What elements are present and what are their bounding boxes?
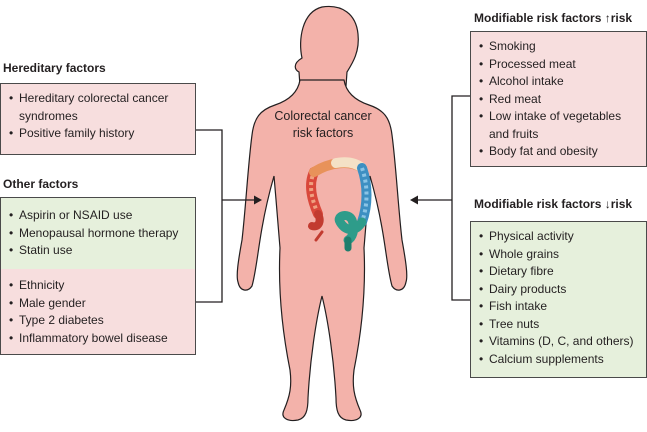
list-item: Aspirin or NSAID use — [7, 207, 189, 225]
hereditary-list: Hereditary colorectal cancer syndromes P… — [7, 90, 189, 143]
list-item: Type 2 diabetes — [7, 312, 189, 330]
decrease-box: Physical activity Whole grains Dietary f… — [470, 221, 647, 378]
increase-box: Smoking Processed meat Alcohol intake Re… — [470, 31, 647, 167]
other-protective-section: Aspirin or NSAID use Menopausal hormone … — [1, 198, 195, 269]
decrease-title: Modifiable risk factors ↓risk — [474, 197, 633, 211]
list-item: Processed meat — [477, 56, 640, 74]
list-item: Whole grains — [477, 246, 640, 264]
increase-title: Modifiable risk factors ↑risk — [474, 11, 633, 25]
other-risk-section: Ethnicity Male gender Type 2 diabetes In… — [1, 269, 195, 354]
list-item: Calcium supplements — [477, 351, 640, 369]
colon-illustration — [306, 157, 372, 252]
center-label: Colorectal cancer risk factors — [270, 108, 376, 142]
list-item: Dairy products — [477, 281, 640, 299]
list-item: Positive family history — [7, 125, 189, 143]
center-label-line2: risk factors — [292, 126, 354, 140]
left-connector — [196, 129, 256, 303]
list-item: Red meat — [477, 91, 640, 109]
right-connector — [418, 95, 470, 301]
decrease-list: Physical activity Whole grains Dietary f… — [477, 228, 640, 368]
list-item: Vitamins (D, C, and others) — [477, 333, 640, 351]
list-item: Alcohol intake — [477, 73, 640, 91]
list-item: Body fat and obesity — [477, 143, 640, 161]
hereditary-title: Hereditary factors — [3, 61, 106, 75]
increase-list: Smoking Processed meat Alcohol intake Re… — [477, 38, 640, 161]
other-risk-list: Ethnicity Male gender Type 2 diabetes In… — [7, 277, 189, 347]
list-item: Inflammatory bowel disease — [7, 330, 189, 348]
other-protective-list: Aspirin or NSAID use Menopausal hormone … — [7, 207, 189, 260]
list-item: Fish intake — [477, 298, 640, 316]
list-item: Dietary fibre — [477, 263, 640, 281]
list-item: Smoking — [477, 38, 640, 56]
list-item: Ethnicity — [7, 277, 189, 295]
left-arrowhead — [254, 195, 262, 205]
list-item: Low intake of vegetables and fruits — [477, 108, 640, 143]
hereditary-box: Hereditary colorectal cancer syndromes P… — [0, 83, 196, 155]
list-item: Tree nuts — [477, 316, 640, 334]
other-box: Aspirin or NSAID use Menopausal hormone … — [0, 197, 196, 355]
list-item: Statin use — [7, 242, 189, 260]
other-title: Other factors — [3, 177, 79, 191]
right-arrowhead — [410, 195, 418, 205]
list-item: Male gender — [7, 295, 189, 313]
list-item: Physical activity — [477, 228, 640, 246]
center-label-line1: Colorectal cancer — [274, 109, 372, 123]
list-item: Hereditary colorectal cancer syndromes — [7, 90, 189, 125]
list-item: Menopausal hormone therapy — [7, 225, 189, 243]
